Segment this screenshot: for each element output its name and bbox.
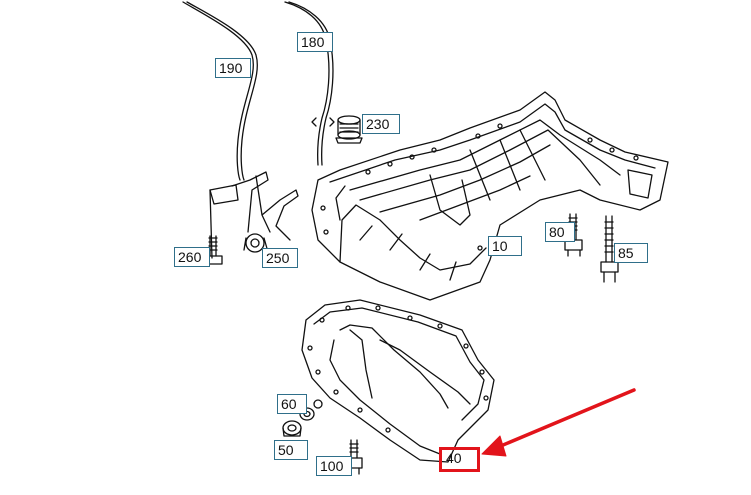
label-230: 230 (362, 114, 400, 134)
pointer-arrow (481, 388, 636, 457)
seal-ring-60 (299, 407, 315, 421)
label-250: 250 (262, 248, 298, 268)
dipstick-tube-190 (182, 1, 254, 181)
filler-cap-230 (335, 115, 363, 144)
upper-oil-pan-10 (311, 91, 669, 301)
label-190: 190 (215, 58, 251, 78)
bolt-85 (600, 215, 619, 283)
label-85: 85 (614, 243, 648, 263)
label-260: 260 (174, 247, 210, 267)
label-10: 10 (488, 236, 522, 256)
drain-plug-50 (282, 420, 302, 437)
dipstick-180 (284, 1, 330, 166)
label-40: 40 (446, 450, 462, 466)
label-100: 100 (316, 456, 352, 476)
label-60: 60 (277, 394, 307, 414)
label-180: 180 (297, 32, 333, 52)
label-80: 80 (545, 222, 575, 242)
lower-oil-pan-40 (301, 299, 495, 463)
label-50: 50 (274, 440, 308, 460)
bracket-250 (209, 171, 299, 259)
